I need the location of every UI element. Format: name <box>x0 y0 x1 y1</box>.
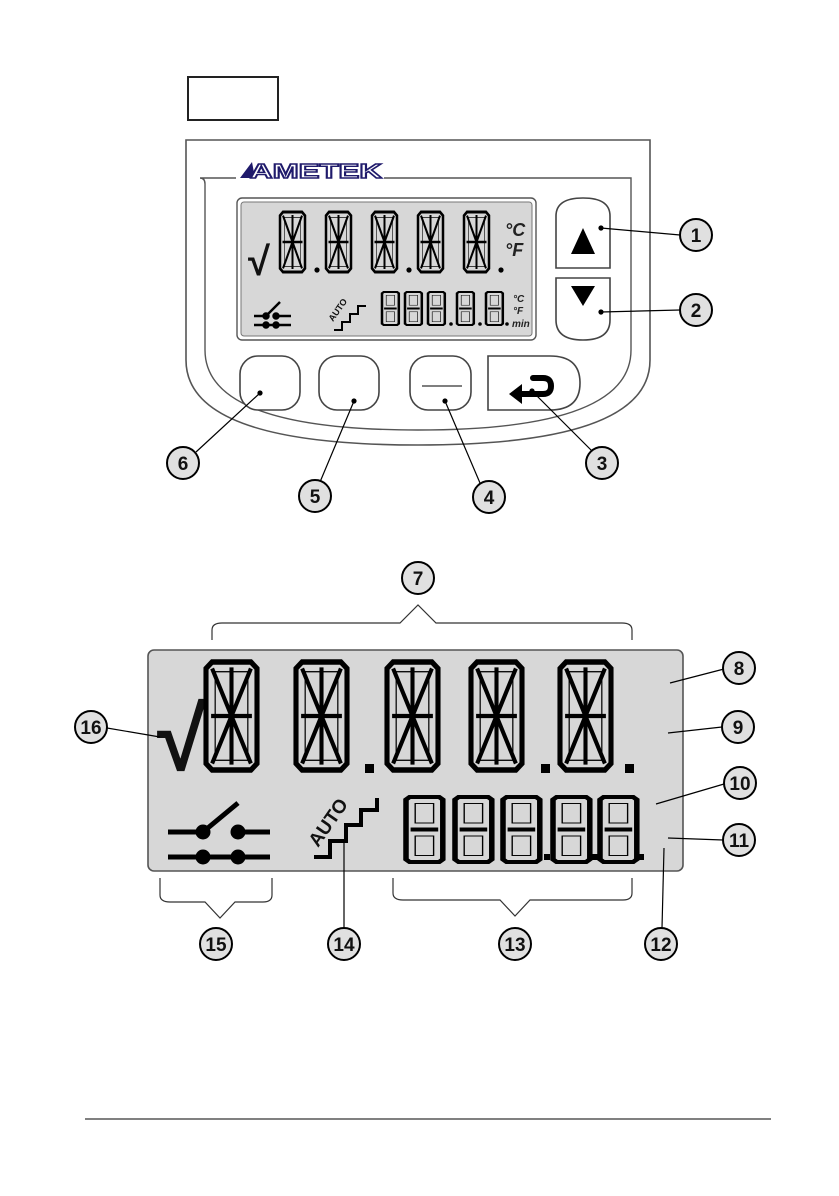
callout-4: 4 <box>473 481 505 513</box>
svg-text:7: 7 <box>413 569 424 590</box>
callout-1: 1 <box>680 219 712 251</box>
svg-text:15: 15 <box>205 935 227 956</box>
up-button[interactable] <box>556 198 610 268</box>
label-box <box>188 77 278 120</box>
svg-text:AMETEK: AMETEK <box>250 161 383 183</box>
small-sub-unit-fahrenheit: °F <box>513 306 524 317</box>
callout-8: 8 <box>723 652 755 684</box>
svg-text:2: 2 <box>691 301 702 322</box>
down-button[interactable] <box>556 278 610 340</box>
callout-2: 2 <box>680 294 712 326</box>
callout-10: 10 <box>724 767 756 799</box>
small-check-symbol: √ <box>248 240 271 284</box>
button-5[interactable] <box>319 356 379 410</box>
button-6[interactable] <box>240 356 300 410</box>
small-unit-fahrenheit: °F <box>505 240 524 260</box>
bracket-13 <box>393 878 632 916</box>
large-check-symbol: √ <box>157 690 207 790</box>
small-unit-celsius: °C <box>505 220 526 240</box>
svg-text:3: 3 <box>597 454 608 475</box>
bracket-15 <box>160 878 272 918</box>
button-4[interactable] <box>410 356 471 410</box>
svg-text:13: 13 <box>504 935 525 956</box>
svg-text:6: 6 <box>178 454 189 475</box>
callout-7: 7 <box>402 562 434 594</box>
ametek-logo: AMETEK <box>240 161 383 183</box>
enter-button[interactable] <box>488 356 580 410</box>
svg-text:12: 12 <box>650 935 671 956</box>
callout-13: 13 <box>499 928 531 960</box>
callout-14: 14 <box>328 928 360 960</box>
callout-12: 12 <box>645 928 677 960</box>
callout-5: 5 <box>299 480 331 512</box>
svg-text:8: 8 <box>734 659 745 680</box>
svg-text:16: 16 <box>80 718 101 739</box>
svg-text:10: 10 <box>729 774 750 795</box>
callout-11: 11 <box>723 824 755 856</box>
callout-6: 6 <box>167 447 199 479</box>
svg-text:4: 4 <box>484 488 495 509</box>
callout-3: 3 <box>586 447 618 479</box>
svg-text:5: 5 <box>310 487 321 508</box>
svg-text:11: 11 <box>729 831 750 852</box>
svg-text:1: 1 <box>691 226 702 247</box>
callout-9: 9 <box>722 711 754 743</box>
small-sub-unit-min: min <box>512 319 530 330</box>
svg-text:9: 9 <box>733 718 744 739</box>
bracket-7 <box>212 605 632 640</box>
callout-15: 15 <box>200 928 232 960</box>
small-sub-unit-celsius: °C <box>513 294 525 305</box>
callout-16: 16 <box>75 711 107 743</box>
svg-text:14: 14 <box>333 935 355 956</box>
